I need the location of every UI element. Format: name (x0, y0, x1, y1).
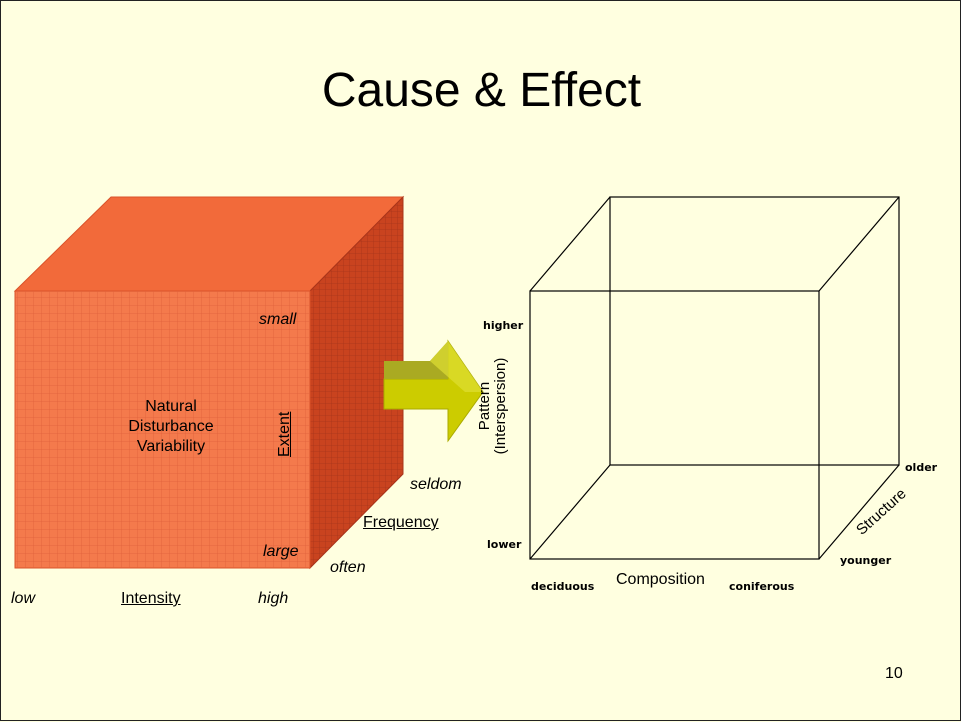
pattern-lower-label: lower (487, 538, 522, 551)
frequency-seldom-label: seldom (410, 476, 462, 493)
intensity-axis-label: Intensity (121, 590, 181, 607)
frequency-often-label: often (330, 559, 366, 576)
extent-axis-label: Extent (276, 411, 293, 457)
cause-effect-arrow (383, 339, 484, 443)
outcome-cube (529, 196, 900, 560)
pattern-label-line2: (Interspersion) (492, 357, 509, 455)
structure-younger-label: younger (840, 554, 892, 567)
disturbance-cube (13, 195, 405, 570)
page-number: 10 (885, 665, 903, 682)
extent-large-label: large (263, 543, 299, 560)
structure-older-label: older (905, 461, 938, 474)
slide-title: Cause & Effect (321, 64, 642, 117)
composition-coniferous-label: coniferous (729, 580, 795, 593)
center-line-3: Variability (136, 438, 206, 455)
composition-axis-label: Composition (616, 571, 705, 588)
center-line-1: Natural (145, 398, 197, 415)
frequency-axis-label: Frequency (363, 514, 439, 531)
composition-deciduous-label: deciduous (531, 580, 595, 593)
cube-center-label: Natural Disturbance Variability (101, 397, 241, 457)
extent-small-label: small (259, 311, 297, 328)
intensity-high-label: high (258, 590, 289, 607)
pattern-label-line1: Pattern (476, 381, 493, 431)
pattern-axis-label: Pattern (Interspersion) (476, 351, 509, 461)
center-line-2: Disturbance (128, 418, 214, 435)
intensity-low-label: low (11, 590, 36, 607)
pattern-higher-label: higher (483, 319, 524, 332)
